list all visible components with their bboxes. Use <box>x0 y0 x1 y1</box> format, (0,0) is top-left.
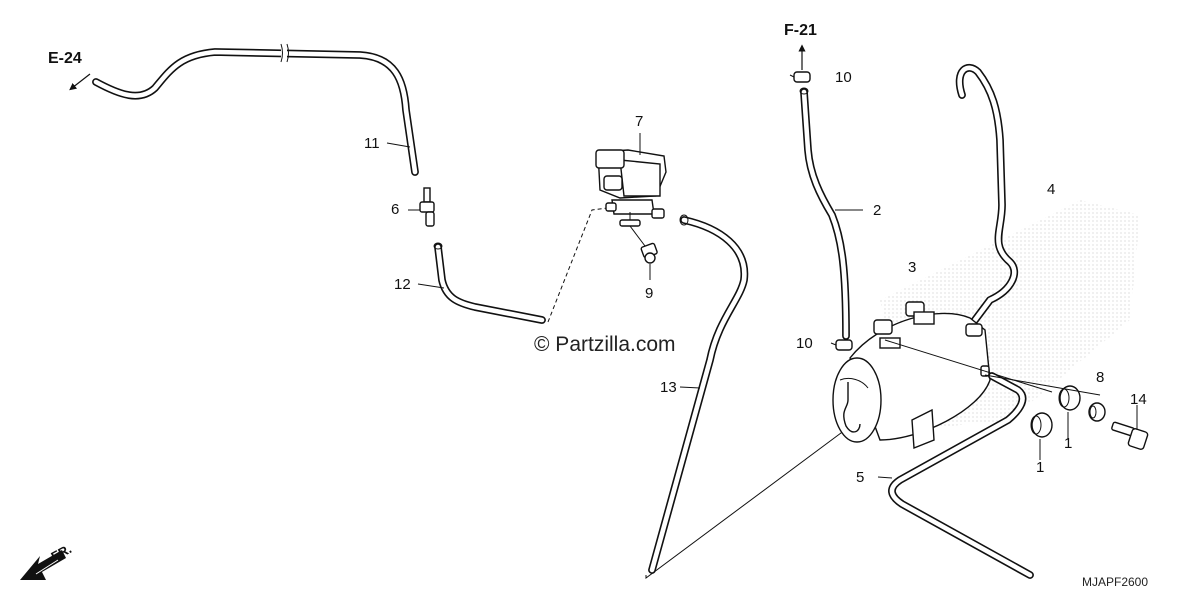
diagram-code: MJAPF2600 <box>1082 575 1149 589</box>
hose-3 <box>799 87 850 340</box>
bolt-14 <box>1111 421 1149 450</box>
grommet-1b <box>1058 385 1081 411</box>
callout-2: 3 <box>908 259 917 276</box>
connection-line-12-7 <box>547 207 609 323</box>
solenoid-valve-7 <box>595 149 667 227</box>
front-arrow <box>20 550 66 580</box>
callout-10-top: 10 <box>835 69 852 86</box>
callout-7: 7 <box>635 113 644 130</box>
callout-1a: 1 <box>1064 435 1073 452</box>
callout-1b: 1 <box>1036 459 1045 476</box>
grommet-1a <box>1030 412 1053 438</box>
fitting-6 <box>419 187 435 227</box>
callout-3: 2 <box>873 202 882 219</box>
callout-5: 5 <box>856 469 865 486</box>
ref-e24: E-24 <box>48 50 82 67</box>
bolt-9 <box>629 225 658 264</box>
canister-2 <box>832 301 991 450</box>
watermark: © Partzilla.com <box>534 333 676 356</box>
ref-f21: F-21 <box>784 22 817 39</box>
hose-4 <box>955 63 1019 324</box>
leader-lines <box>884 339 1101 396</box>
callout-12: 12 <box>394 276 411 293</box>
clip-10-top <box>789 71 811 83</box>
hose-11 <box>92 43 419 176</box>
callout-8: 8 <box>1096 369 1105 386</box>
callout-10-lower: 10 <box>796 335 813 352</box>
callout-13: 13 <box>660 379 677 396</box>
callout-9: 9 <box>645 285 654 302</box>
callout-4: 4 <box>1047 181 1056 198</box>
collar-8 <box>1088 402 1106 422</box>
connection-line-13-canister <box>645 429 846 579</box>
hose-5 <box>888 372 1034 579</box>
callout-11: 11 <box>364 135 380 152</box>
e24-arrow <box>69 73 91 91</box>
callout-6: 6 <box>391 201 400 218</box>
hose-12 <box>433 242 546 324</box>
callout-14: 14 <box>1130 391 1147 408</box>
clip-10-lower <box>830 339 853 351</box>
hose-13 <box>648 214 749 574</box>
label-leaders <box>386 133 1138 479</box>
